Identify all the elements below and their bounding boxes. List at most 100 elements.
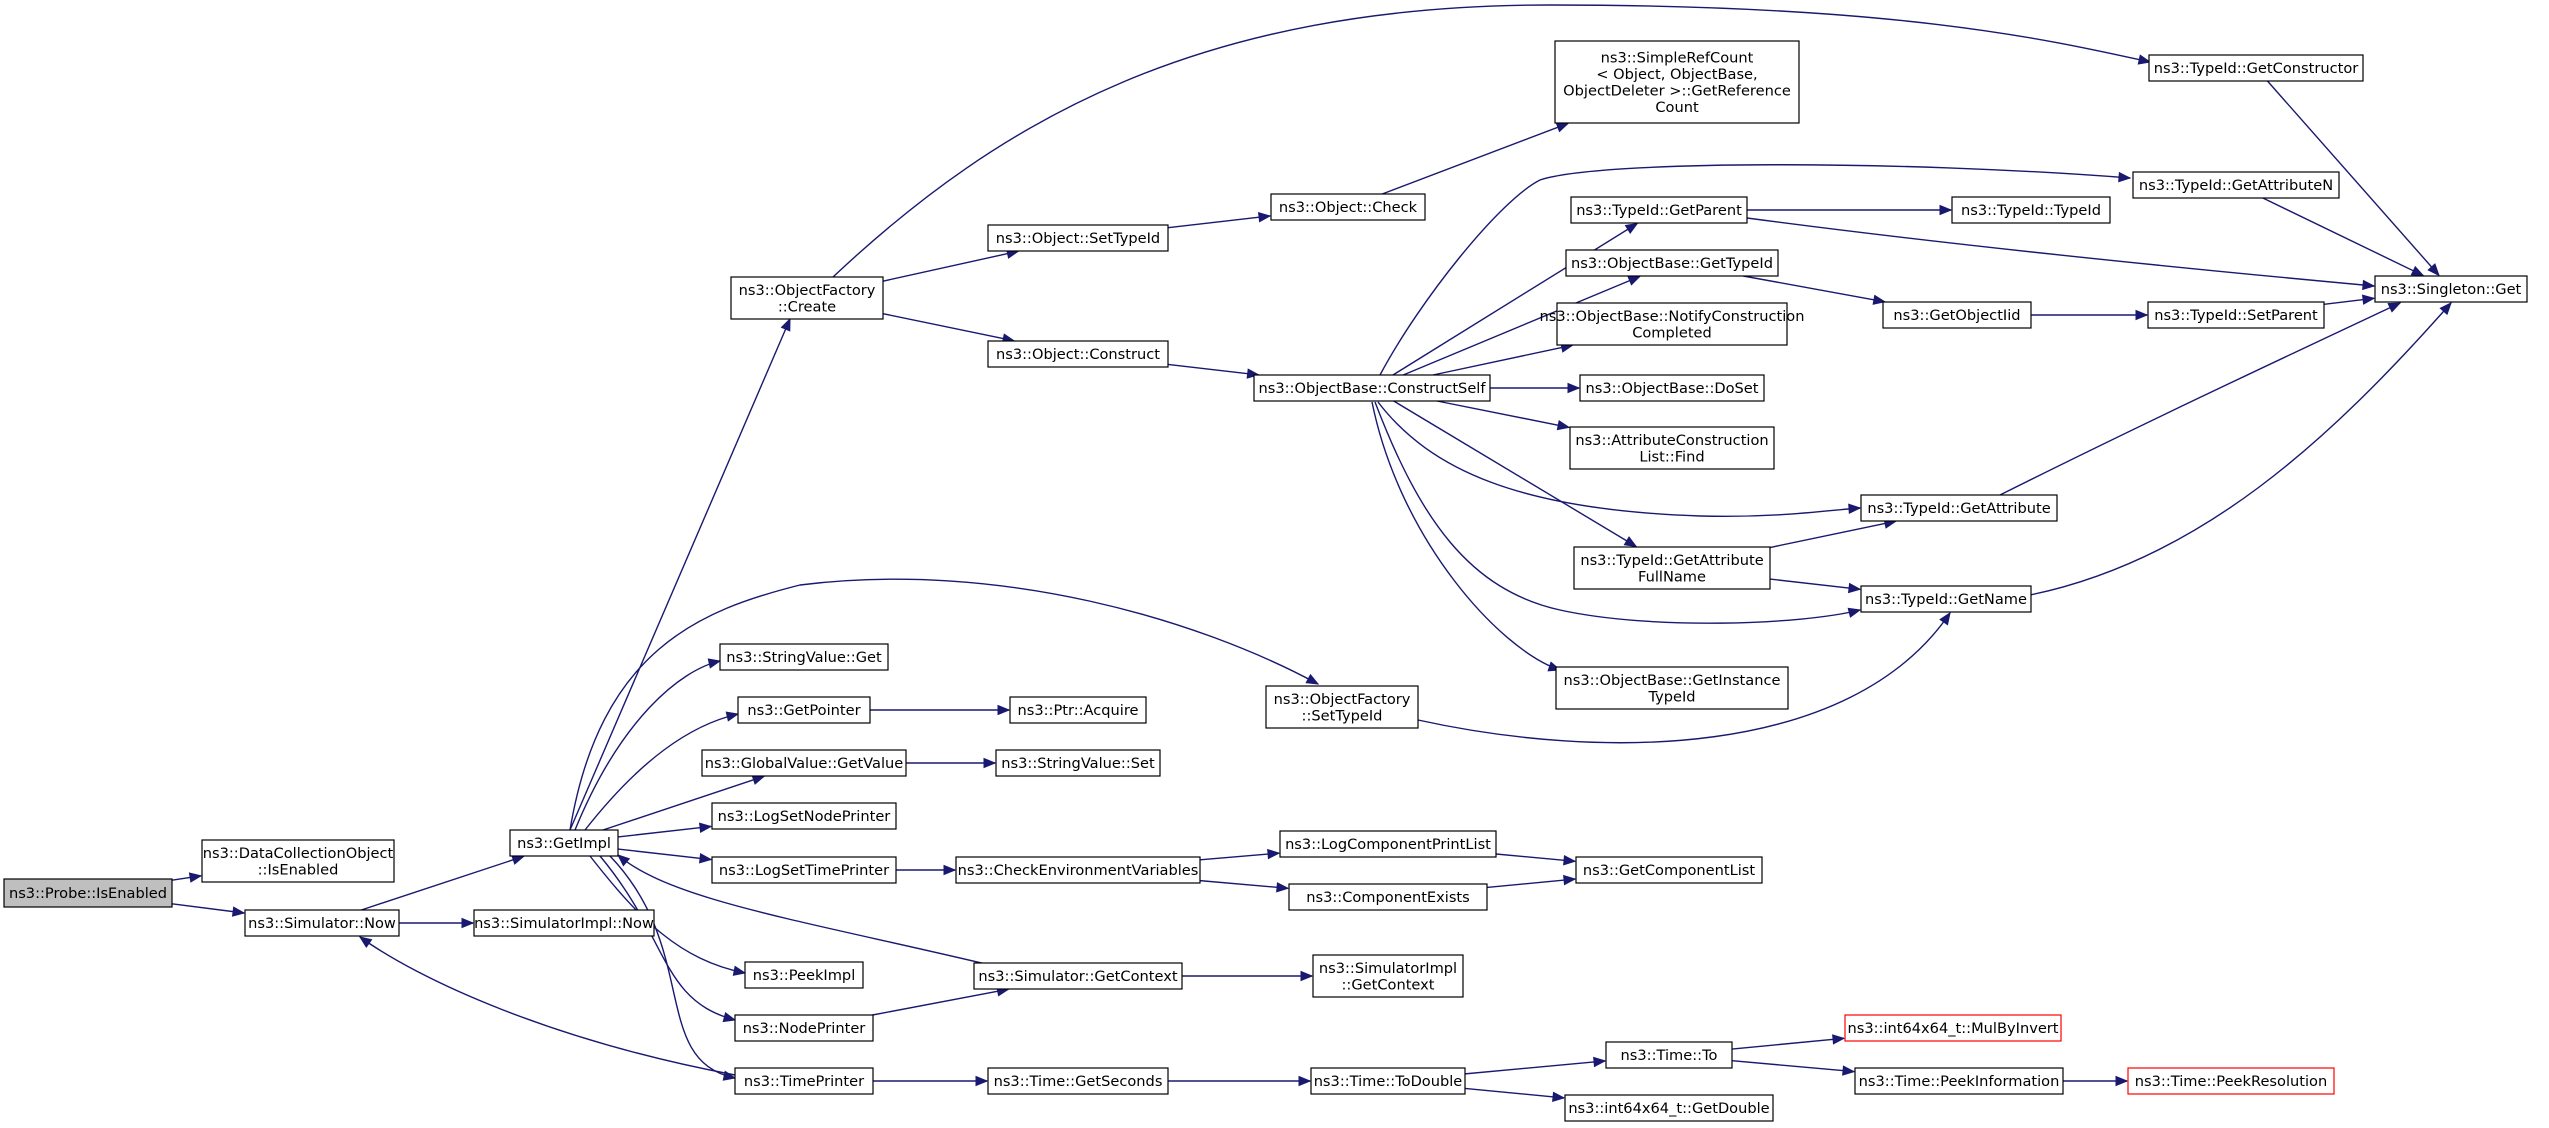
node-int64x64-getdouble[interactable]: ns3::int64x64_t::GetDouble	[1564, 1094, 1774, 1122]
node-label-line: ::GetContext	[1341, 976, 1434, 993]
node-label-line: ns3::Time::GetSeconds	[994, 1073, 1163, 1090]
node-ob-gettypeid[interactable]: ns3::ObjectBase::GetTypeId	[1565, 249, 1779, 277]
node-time-peekinformation[interactable]: ns3::Time::PeekInformation	[1854, 1067, 2064, 1095]
node-globalvalue-getvalue[interactable]: ns3::GlobalValue::GetValue	[701, 749, 907, 777]
node-singleton-get[interactable]: ns3::Singleton::Get	[2374, 275, 2528, 303]
node-ob-constructself[interactable]: ns3::ObjectBase::ConstructSelf	[1253, 374, 1491, 402]
node-box	[730, 276, 884, 320]
node-box	[744, 961, 864, 989]
node-box	[1556, 302, 1788, 346]
edge-typeid_getconstructor-to-singleton_get	[2266, 80, 2440, 277]
node-of-settypeid[interactable]: ns3::ObjectFactory::SetTypeId	[1265, 685, 1419, 729]
node-ob-doset[interactable]: ns3::ObjectBase::DoSet	[1579, 374, 1765, 402]
node-getcomponentlist[interactable]: ns3::GetComponentList	[1575, 856, 1763, 884]
node-typeid-getattribute[interactable]: ns3::TypeId::GetAttribute	[1860, 494, 2058, 522]
node-obj-settypeid[interactable]: ns3::Object::SetTypeId	[987, 224, 1169, 252]
node-time-todouble[interactable]: ns3::Time::ToDouble	[1310, 1067, 1466, 1095]
node-obj-check[interactable]: ns3::Object::Check	[1270, 193, 1426, 221]
node-probe-isenabled[interactable]: ns3::Probe::IsEnabled	[3, 878, 173, 908]
node-box	[987, 1067, 1169, 1095]
node-typeid-getname[interactable]: ns3::TypeId::GetName	[1860, 585, 2032, 613]
edge-componentexists-to-getcomponentlist	[1486, 874, 1577, 889]
edge-of_create-to-typeid_getconstructor	[832, 4, 2152, 278]
node-sim-now[interactable]: ns3::Simulator::Now	[244, 909, 400, 937]
node-label-line: ns3::LogSetTimePrinter	[719, 862, 889, 879]
node-box	[3, 878, 173, 908]
node-componentexists[interactable]: ns3::ComponentExists	[1288, 883, 1488, 911]
node-getobjectiid[interactable]: ns3::GetObjectIid	[1882, 301, 2032, 329]
nodes-layer: ns3::Probe::IsEnabled ns3::DataCollection…	[3, 40, 2528, 1122]
edge-ob_constructself-to-typeid_getattrfullname	[1393, 400, 1638, 548]
node-time-getseconds[interactable]: ns3::Time::GetSeconds	[987, 1067, 1169, 1095]
node-dco-isenabled[interactable]: ns3::DataCollectionObject::IsEnabled	[201, 839, 395, 883]
node-obj-construct[interactable]: ns3::Object::Construct	[987, 340, 1169, 368]
node-of-create[interactable]: ns3::ObjectFactory::Create	[730, 276, 884, 320]
edge-logcomponentprintlist-to-getcomponentlist	[1495, 853, 1577, 866]
node-label-line: ns3::Simulator::GetContext	[978, 968, 1177, 985]
node-box	[734, 1014, 874, 1042]
node-label-line: ::IsEnabled	[258, 861, 339, 878]
node-label-line: ns3::DataCollectionObject	[203, 845, 394, 862]
node-ob-notify[interactable]: ns3::ObjectBase::NotifyConstructionCompl…	[1540, 302, 1805, 346]
node-box	[1854, 1067, 2064, 1095]
node-typeid-getconstructor[interactable]: ns3::TypeId::GetConstructor	[2148, 54, 2364, 82]
node-getimpl[interactable]: ns3::GetImpl	[509, 829, 619, 857]
node-nodeprinter[interactable]: ns3::NodePrinter	[734, 1014, 874, 1042]
node-label-line: ns3::ObjectBase::NotifyConstruction	[1540, 308, 1805, 325]
node-box	[711, 856, 897, 884]
edge-of_create-to-obj_settypeid	[882, 248, 1020, 282]
node-timeprinter[interactable]: ns3::TimePrinter	[734, 1067, 874, 1095]
node-stringvalue-get[interactable]: ns3::StringValue::Get	[719, 643, 889, 671]
node-stringvalue-set[interactable]: ns3::StringValue::Set	[995, 749, 1161, 777]
node-label-line: ns3::AttributeConstruction	[1575, 432, 1768, 449]
edge-time_to-to-int64x64_mulbyinvert	[1731, 1034, 1846, 1050]
node-box	[244, 909, 400, 937]
node-time-to[interactable]: ns3::Time::To	[1605, 1041, 1733, 1069]
node-simplerefcount[interactable]: ns3::SimpleRefCount< Object, ObjectBase,…	[1554, 40, 1800, 124]
node-ptr-acquire[interactable]: ns3::Ptr::Acquire	[1009, 696, 1147, 724]
edge-nodeprinter-to-sim_getcontext	[872, 986, 1010, 1016]
edge-getobjectiid-to-typeid_setparent	[2031, 309, 2149, 321]
node-box	[2132, 171, 2340, 199]
node-peekimpl[interactable]: ns3::PeekImpl	[744, 961, 864, 989]
node-box	[1573, 546, 1771, 590]
node-typeid-setparent[interactable]: ns3::TypeId::SetParent	[2147, 301, 2325, 329]
edges-layer	[171, 4, 2452, 1103]
node-typeid-getattributen[interactable]: ns3::TypeId::GetAttributeN	[2132, 171, 2340, 199]
edge-probe_isenabled-to-dco_isenabled	[171, 872, 203, 883]
node-box	[737, 696, 871, 724]
node-simimpl-now[interactable]: ns3::SimulatorImpl::Now	[473, 909, 655, 937]
node-logcomponentprintlist[interactable]: ns3::LogComponentPrintList	[1279, 830, 1497, 858]
node-simimpl-getcontext[interactable]: ns3::SimulatorImpl::GetContext	[1312, 954, 1464, 998]
node-label-line: ns3::Object::SetTypeId	[996, 230, 1160, 247]
node-time-peekresolution[interactable]: ns3::Time::PeekResolution	[2127, 1067, 2335, 1095]
node-label-line: ns3::int64x64_t::GetDouble	[1568, 1100, 1769, 1117]
node-typeid-typeid[interactable]: ns3::TypeId::TypeId	[1951, 196, 2111, 224]
edge-ob_constructself-to-typeid_getname	[1374, 401, 1862, 624]
node-sim-getcontext[interactable]: ns3::Simulator::GetContext	[973, 962, 1183, 990]
node-int64x64-mulbyinvert[interactable]: ns3::int64x64_t::MulByInvert	[1844, 1014, 2062, 1042]
node-checkenvvars[interactable]: ns3::CheckEnvironmentVariables	[955, 856, 1201, 884]
node-label-line: ns3::Object::Check	[1279, 199, 1418, 216]
edge-getimpl-to-logsetnodeprinter	[617, 822, 713, 838]
node-getpointer[interactable]: ns3::GetPointer	[737, 696, 871, 724]
node-box	[2374, 275, 2528, 303]
node-label-line: ns3::Time::PeekInformation	[1859, 1073, 2060, 1090]
node-logsettimeprinter[interactable]: ns3::LogSetTimePrinter	[711, 856, 897, 884]
edge-of_settypeid-to-typeid_getname	[1417, 611, 1951, 744]
edge-timeprinter-to-sim_now	[358, 936, 736, 1076]
node-box	[734, 1067, 874, 1095]
edge-getpointer-to-ptr_acquire	[870, 704, 1011, 716]
node-logsetnodeprinter[interactable]: ns3::LogSetNodePrinter	[711, 802, 897, 830]
node-label-line: ns3::NodePrinter	[743, 1020, 866, 1037]
node-label-line: ns3::ObjectBase::GetTypeId	[1571, 255, 1773, 272]
node-box	[711, 802, 897, 830]
node-typeid-getparent[interactable]: ns3::TypeId::GetParent	[1570, 196, 1748, 224]
node-label-line: ns3::SimulatorImpl::Now	[474, 915, 654, 932]
node-box	[1565, 249, 1779, 277]
node-box	[1270, 193, 1426, 221]
node-label-line: ns3::ObjectBase::ConstructSelf	[1259, 380, 1487, 397]
